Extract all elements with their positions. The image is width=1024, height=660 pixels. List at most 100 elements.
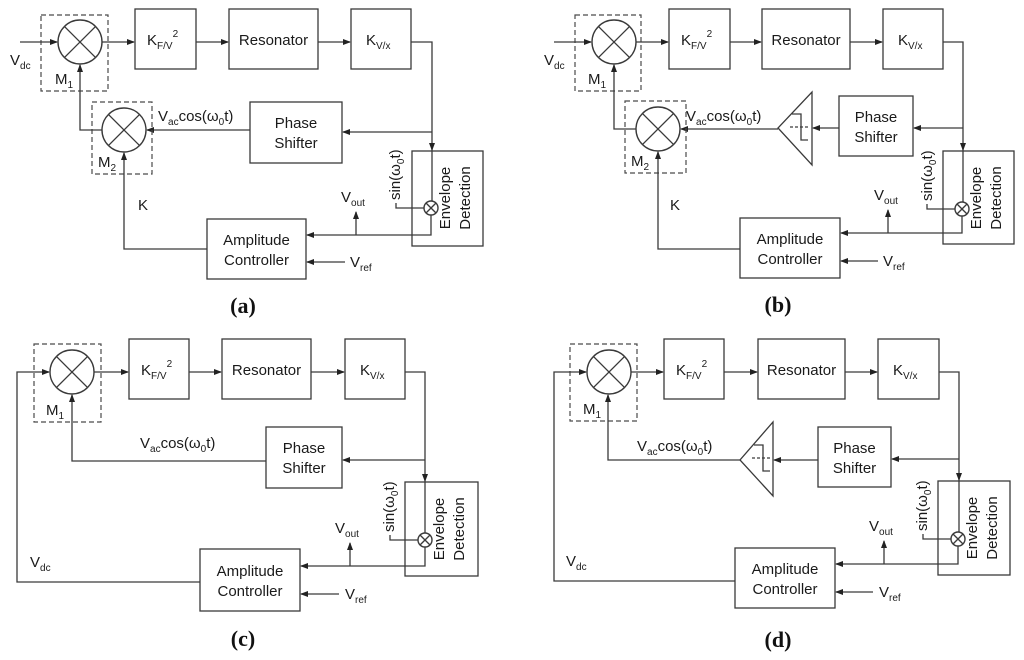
amplitude-controller-label-1: Amplitude (752, 561, 819, 578)
phase-shifter-block (838, 95, 914, 157)
gain-kfv2-block (128, 338, 190, 400)
gain-kvx-label: KV/x (898, 32, 922, 52)
panel-c-caption: (c) (231, 626, 255, 651)
envelope-label-1: Envelope (964, 497, 981, 560)
resonator-block (761, 8, 851, 70)
amplitude-controller-label-2: Controller (757, 251, 822, 268)
resonator-block (221, 338, 312, 400)
vout-label: Vout (874, 187, 898, 207)
phase-shifter-label-2: Shifter (833, 460, 876, 477)
mixer-m1-label: M1 (588, 71, 607, 91)
envelope-detection-block (411, 150, 484, 247)
panel-a: M1 Vdc KF/V2 Resonator KV/x Phase Shifte… (10, 8, 484, 318)
resonator-label: Resonator (771, 32, 840, 49)
envelope-label-1: Envelope (437, 167, 454, 230)
gain-kvx-label: KV/x (366, 32, 390, 52)
phase-shifter-label-2: Shifter (854, 129, 897, 146)
mixer-m1-group-box (569, 343, 638, 422)
amplitude-controller-label-2: Controller (224, 252, 289, 269)
comparator-triangle-icon (777, 90, 813, 167)
envelope-detection-block (404, 481, 479, 577)
amplitude-controller-block (734, 547, 836, 609)
vref-label: Vref (879, 584, 901, 604)
panel-d-caption: (d) (765, 627, 792, 652)
phase-shifter-label-2: Shifter (282, 460, 325, 477)
panel-b: M1 Vdc KF/V2 Resonator KV/x Phase Shifte… (544, 8, 1015, 317)
vdc-feedback-wire (553, 369, 735, 582)
envelope-label-2: Detection (984, 496, 1001, 559)
mixer-m1 (591, 19, 637, 65)
mixer-m2-group-box (624, 100, 687, 174)
gain-kfv2-block (663, 338, 725, 400)
mixer-m1-group-box (33, 343, 102, 423)
k-label: K (138, 197, 148, 214)
phase-shifter-label-2: Shifter (274, 135, 317, 152)
resonator-label: Resonator (232, 362, 301, 379)
vac-label: Vaccos(ω0t) (140, 435, 215, 455)
amplitude-controller-label-1: Amplitude (223, 232, 290, 249)
k-label: K (670, 197, 680, 214)
gain-kfv2-block (668, 8, 731, 70)
envelope-label-1: Envelope (968, 167, 985, 230)
resonator-block (757, 338, 846, 400)
sin-label: sin(ω0t) (387, 149, 407, 200)
envelope-mixer (950, 531, 966, 547)
phase-shifter-label-1: Phase (275, 115, 318, 132)
comparator-hysteresis (777, 90, 813, 167)
vdc-label: Vdc (566, 553, 587, 573)
sin-label: sin(ω0t) (381, 481, 401, 532)
amplitude-controller-block (739, 217, 841, 279)
mixer-m1-label: M1 (55, 71, 74, 91)
resonator-label: Resonator (767, 362, 836, 379)
amplitude-controller-label-2: Controller (217, 583, 282, 600)
phase-shifter-label-1: Phase (833, 440, 876, 457)
vref-label: Vref (883, 253, 905, 273)
envelope-label-2: Detection (988, 166, 1005, 229)
vdc-label: Vdc (30, 554, 51, 574)
mixer-m1-group-box (40, 14, 109, 92)
vdc-label: Vdc (10, 52, 31, 72)
amplitude-controller-block (199, 548, 301, 612)
vdc-feedback-wire (16, 369, 200, 583)
gain-kfv2-label: KF/V2 (676, 359, 708, 382)
phase-shifter-block (249, 101, 343, 164)
gain-kvx-block (877, 338, 940, 400)
amplitude-controller-label-2: Controller (752, 581, 817, 598)
mixer-m1-label: M1 (583, 401, 602, 421)
mixer-m2 (101, 107, 147, 153)
envelope-mixer (954, 201, 970, 217)
mixer-m1-group-box (574, 14, 642, 92)
phase-shifter-block (817, 426, 892, 488)
vac-label: Vaccos(ω0t) (637, 438, 712, 458)
mixer-m2 (635, 106, 681, 152)
sin-label: sin(ω0t) (919, 150, 939, 201)
vac-label: Vaccos(ω0t) (686, 108, 761, 128)
gain-kvx-block (344, 338, 406, 400)
resonator-label: Resonator (239, 32, 308, 49)
phase-shifter-label-1: Phase (283, 440, 326, 457)
comparator-hysteresis (739, 420, 774, 498)
mixer-m1 (57, 19, 103, 65)
envelope-label-2: Detection (457, 166, 474, 229)
mixer-m1 (49, 349, 95, 395)
gain-kvx-label: KV/x (360, 362, 384, 382)
panel-a-caption: (a) (230, 293, 256, 318)
vref-label: Vref (350, 254, 372, 274)
panel-d: M1 Vdc KF/V2 Resonator KV/x Phase Shifte… (553, 338, 1011, 652)
envelope-mixer (423, 200, 439, 216)
mixer-m1-label: M1 (46, 402, 65, 422)
vdc-label: Vdc (544, 52, 565, 72)
envelope-mixer (417, 532, 433, 548)
vout-label: Vout (869, 518, 893, 538)
envelope-label-2: Detection (451, 497, 468, 560)
gain-kfv2-label: KF/V2 (147, 29, 179, 52)
resonator-block (228, 8, 319, 70)
phase-shifter-label-1: Phase (855, 109, 898, 126)
panel-b-caption: (b) (765, 292, 792, 317)
mixer-m2-group-box (91, 101, 153, 175)
amplitude-controller-block (206, 218, 307, 280)
sin-label: sin(ω0t) (914, 480, 934, 531)
gain-kfv2-label: KF/V2 (681, 29, 713, 52)
envelope-detection-block (937, 480, 1011, 576)
